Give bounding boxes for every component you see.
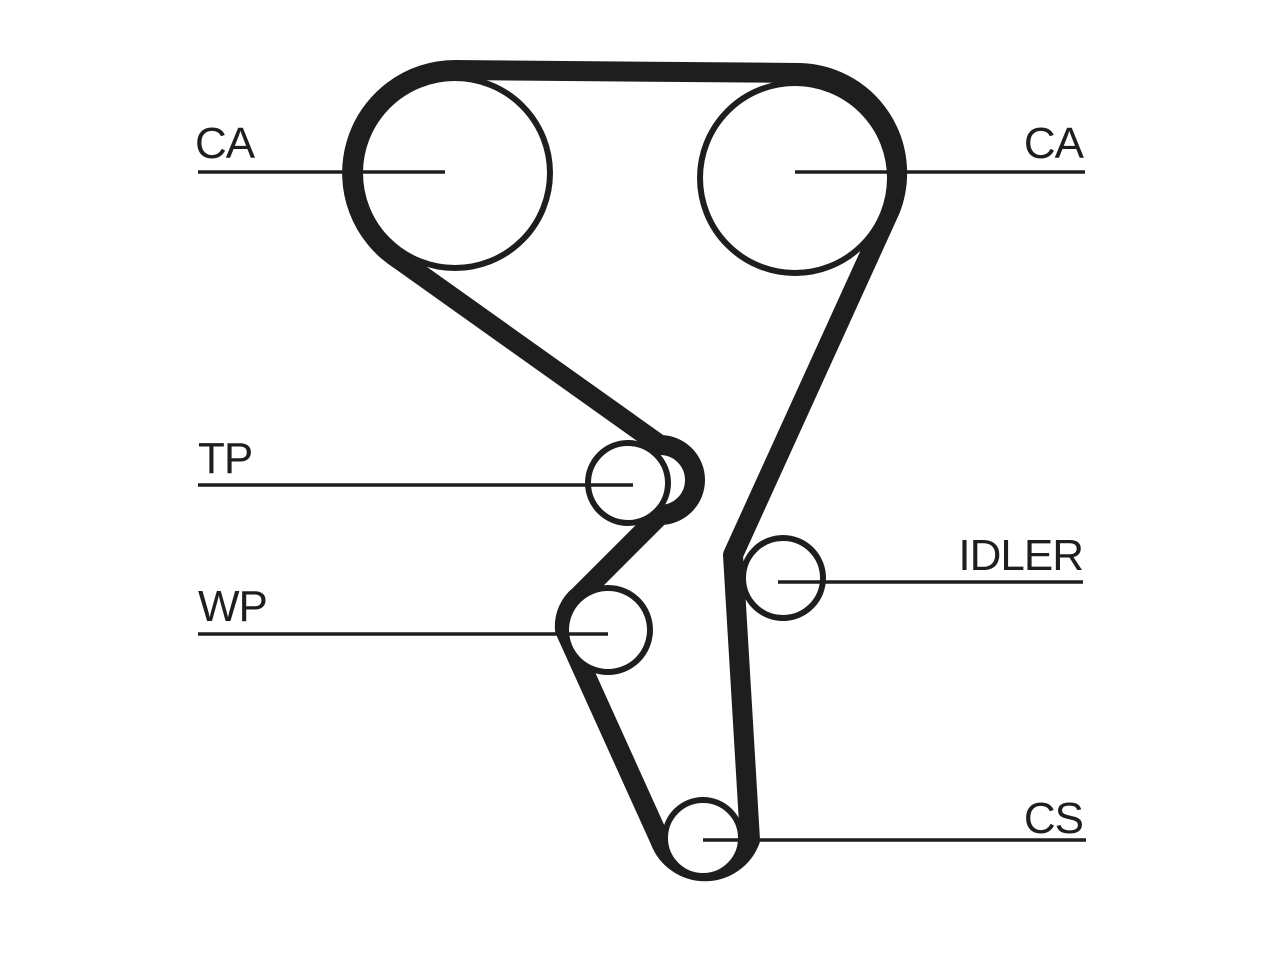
label-tensioner: TP	[198, 434, 252, 483]
label-cam-right: CA	[1024, 119, 1085, 168]
label-cam-left: CA	[195, 119, 256, 168]
water-pump-pulley	[563, 585, 653, 675]
label-water-pump: WP	[198, 582, 267, 631]
label-crankshaft: CS	[1024, 794, 1083, 843]
crankshaft-pulley	[662, 797, 744, 879]
idler-pulley	[740, 535, 826, 621]
label-idler: IDLER	[958, 531, 1083, 580]
tensioner-pulley	[585, 440, 671, 526]
camshaft-pulley-right	[697, 80, 893, 276]
